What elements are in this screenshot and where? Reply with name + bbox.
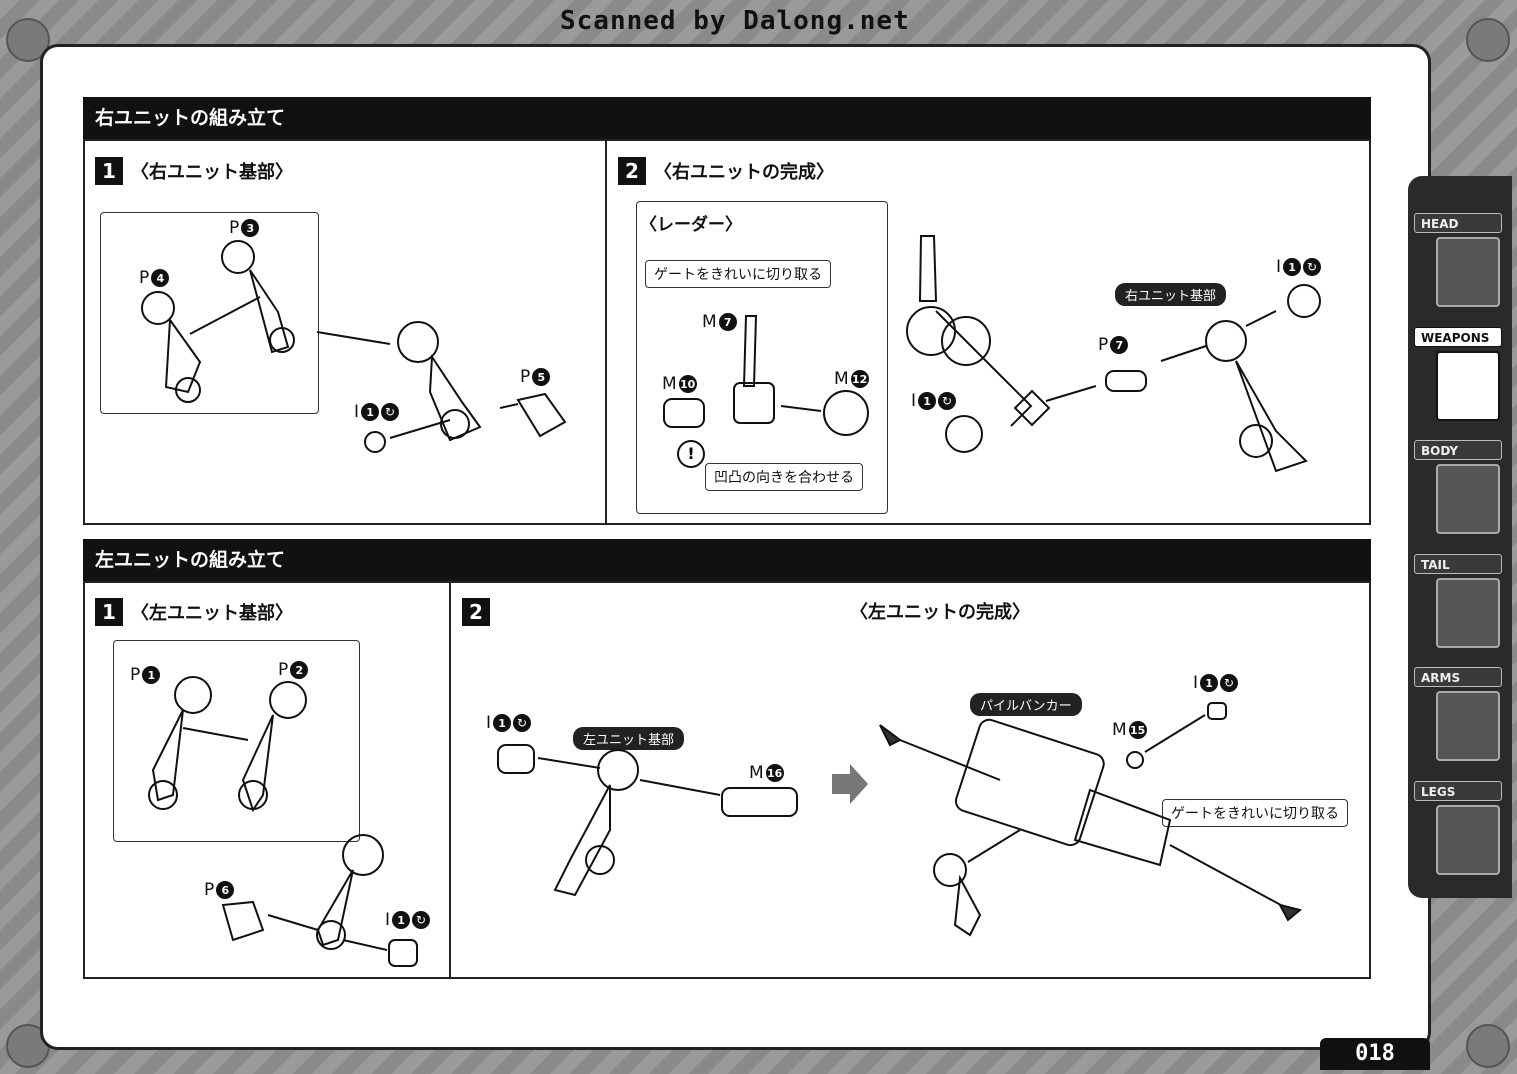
sidebar-tab-tail[interactable]: TAIL	[1414, 554, 1506, 654]
section-title-right-unit: 右ユニットの組み立て	[83, 97, 1371, 139]
sidebar-tab-label: ARMS	[1414, 667, 1502, 687]
step-left-1: 1 〈左ユニット基部〉	[95, 598, 293, 626]
step-left-complete: 〈左ユニットの完成〉	[850, 602, 1030, 623]
sidebar-tab-arms[interactable]: ARMS	[1414, 667, 1506, 767]
sidebar-tab-label: WEAPONS	[1414, 327, 1502, 347]
step-right-1: 1 〈右ユニット基部〉	[95, 157, 293, 185]
sidebar-tab-legs[interactable]: LEGS	[1414, 781, 1506, 881]
head-icon	[1436, 237, 1500, 307]
note-trim-gate-left: ゲートをきれいに切り取る	[1162, 799, 1348, 827]
label-right-unit-base: 右ユニット基部	[1115, 283, 1227, 306]
weapons-icon	[1436, 351, 1500, 421]
step-number: 1	[95, 598, 123, 626]
corner-emblem-icon	[1466, 18, 1510, 62]
note-align-notch: 凹凸の向きを合わせる	[705, 463, 863, 491]
sidebar-tab-label: BODY	[1414, 440, 1502, 460]
left-unit-step2-diagram	[497, 744, 798, 897]
next-step-arrow-icon	[832, 764, 868, 804]
sidebar-tab-body[interactable]: BODY	[1414, 440, 1506, 540]
arms-icon	[1436, 691, 1500, 761]
radar-title: 〈レーダー〉	[640, 215, 742, 235]
section-title-left-unit: 左ユニットの組み立て	[83, 539, 1371, 581]
watermark: Scanned by Dalong.net	[560, 6, 910, 36]
page-number: 018	[1320, 1038, 1430, 1070]
note-trim-gate: ゲートをきれいに切り取る	[645, 260, 831, 288]
sidebar-tab-label: HEAD	[1414, 213, 1502, 233]
sidebar-tab-label: TAIL	[1414, 554, 1502, 574]
corner-emblem-icon	[1466, 1024, 1510, 1068]
left-unit-base-diagram	[148, 676, 418, 967]
pile-bunker-assembly-diagram	[879, 702, 1303, 937]
legs-icon	[1436, 805, 1500, 875]
panel-left-step2	[449, 581, 1371, 979]
step-left-2: 2	[462, 598, 490, 626]
label-pile-bunker: パイルバンカー	[970, 693, 1082, 716]
sidebar-tab-label: LEGS	[1414, 781, 1502, 801]
radar-detail-box	[636, 201, 888, 514]
step-number: 2	[618, 157, 646, 185]
step-right-2: 2 〈右ユニットの完成〉	[618, 157, 834, 185]
right-unit-base-diagram	[141, 240, 567, 453]
warning-icon: !	[677, 440, 705, 468]
radar-assembly-diagram	[663, 235, 1321, 473]
sidebar-tab-head[interactable]: HEAD	[1414, 213, 1506, 313]
step-title: 〈右ユニットの完成〉	[654, 162, 834, 183]
body-icon	[1436, 464, 1500, 534]
step-title: 〈右ユニット基部〉	[131, 162, 293, 183]
step-number: 1	[95, 157, 123, 185]
label-left-unit-base: 左ユニット基部	[573, 727, 685, 750]
step-title: 〈左ユニット基部〉	[131, 603, 293, 624]
sidebar-tab-weapons[interactable]: WEAPONS	[1414, 327, 1506, 427]
step-number: 2	[462, 598, 490, 626]
detail-box-p3-p4	[100, 212, 319, 414]
tail-icon	[1436, 578, 1500, 648]
